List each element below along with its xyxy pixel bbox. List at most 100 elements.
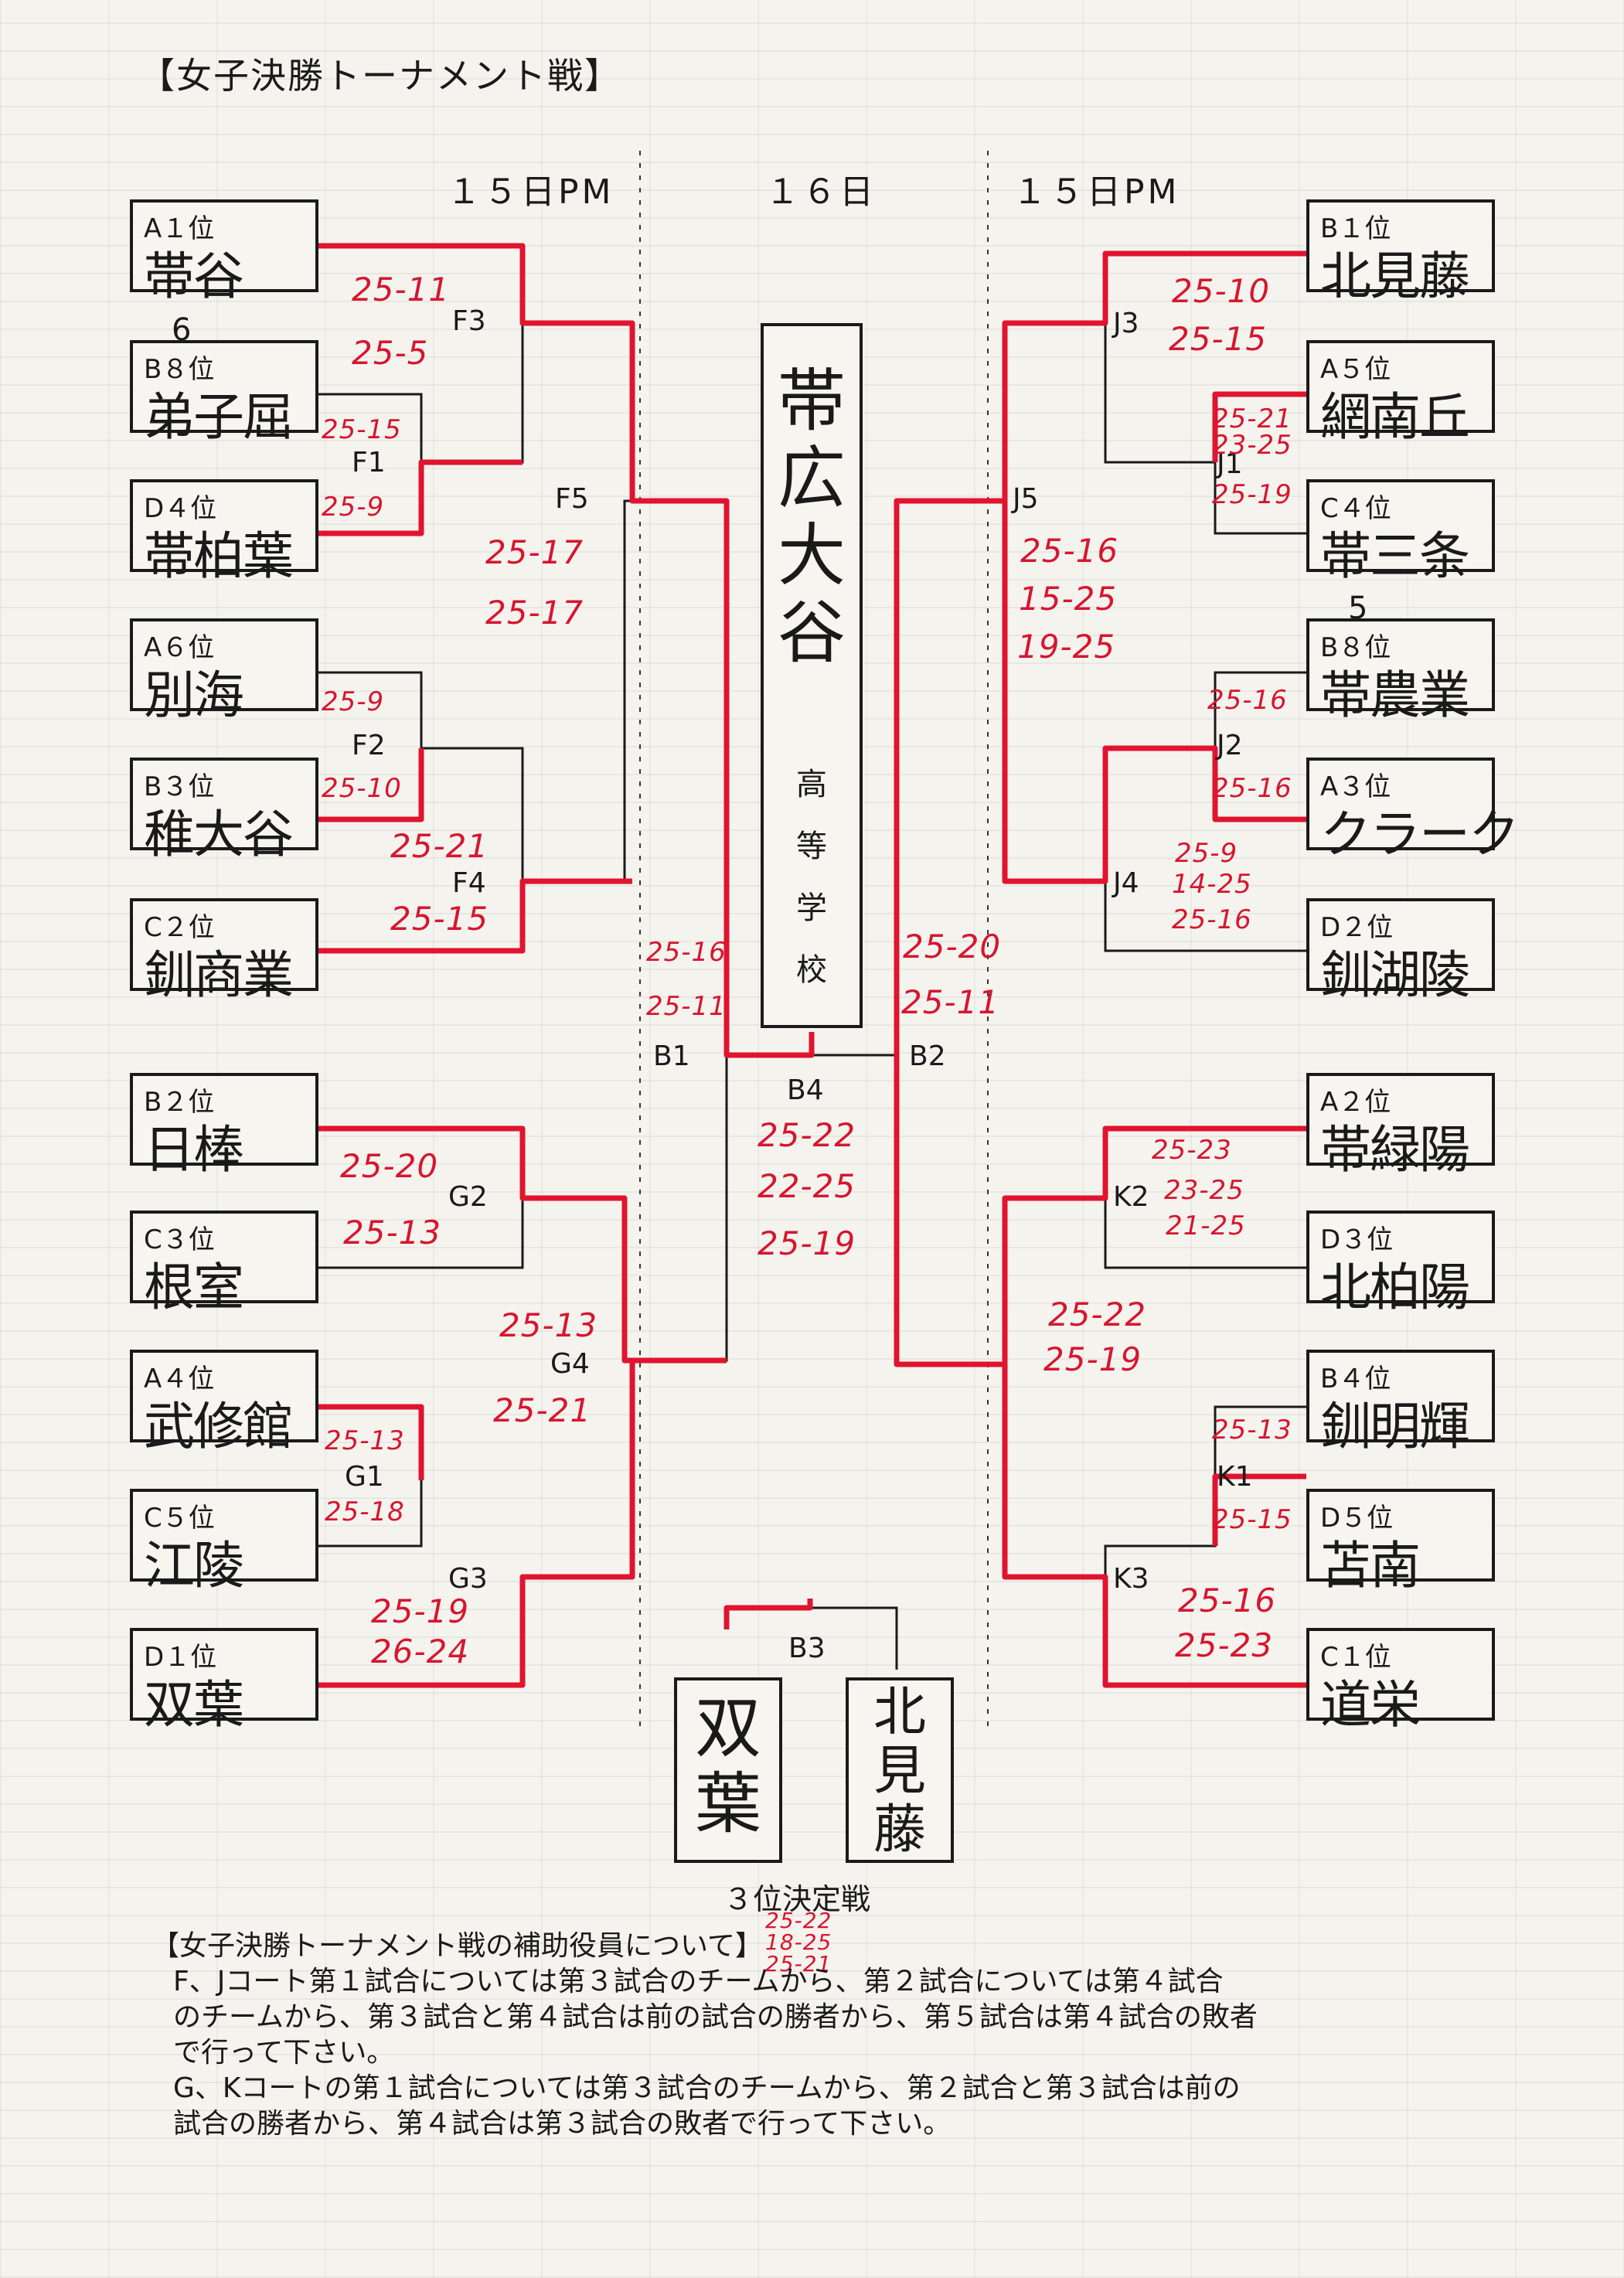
team-name: 根室 bbox=[144, 1258, 244, 1317]
match-label-k2: K2 bbox=[1113, 1181, 1149, 1213]
score-k1-1: 25-13 bbox=[1212, 1415, 1292, 1445]
score-f4-1: 25-21 bbox=[390, 827, 489, 865]
match-label-f5: F5 bbox=[555, 483, 589, 515]
team-name: 網南丘 bbox=[1320, 387, 1470, 447]
team-right-11: C１位 道栄 bbox=[1306, 1628, 1495, 1735]
team-name: 別海 bbox=[144, 666, 244, 725]
team-left-2: B８位 6 弟子屈 bbox=[130, 312, 318, 447]
team-right-9: B４位 釧明輝 bbox=[1306, 1350, 1495, 1456]
team-seed: C４位 bbox=[1320, 493, 1391, 524]
score-f5-1: 25-17 bbox=[485, 533, 584, 571]
score-g3-2: 26-24 bbox=[371, 1633, 470, 1670]
champion-char: 広 bbox=[777, 438, 846, 518]
third-place-char: 葉 bbox=[695, 1766, 761, 1843]
team-left-9: A４位 武修館 bbox=[130, 1350, 318, 1456]
match-label-k3: K3 bbox=[1113, 1563, 1149, 1595]
score-j3-2: 25-15 bbox=[1169, 320, 1268, 358]
score-j1-3: 25-19 bbox=[1212, 479, 1292, 510]
team-right-7: A２位 帯緑陽 bbox=[1306, 1073, 1495, 1180]
score-g3-1: 25-19 bbox=[371, 1592, 470, 1630]
team-left-10: C５位 江陵 bbox=[130, 1489, 318, 1595]
team-name: 双葉 bbox=[144, 1675, 244, 1735]
score-b2-2: 25-11 bbox=[901, 983, 1000, 1021]
score-k2-2: 23-25 bbox=[1164, 1175, 1244, 1206]
team-seed: D３位 bbox=[1320, 1224, 1394, 1255]
team-name: 日棒 bbox=[144, 1120, 244, 1180]
team-name: 帯谷 bbox=[144, 247, 244, 306]
team-right-5: A３位 クラーク bbox=[1306, 758, 1520, 864]
score-g2-1: 25-20 bbox=[340, 1147, 439, 1185]
score-j5-2: 15-25 bbox=[1019, 580, 1118, 618]
match-label-b2: B2 bbox=[909, 1040, 946, 1072]
champion-box: 帯 広 大 谷 高 等 学 校 bbox=[761, 323, 863, 1028]
champion-suffix-char: 校 bbox=[796, 952, 827, 988]
third-place-char: 藤 bbox=[873, 1800, 926, 1861]
score-g4-2: 25-21 bbox=[493, 1391, 592, 1429]
score-k1-2: 25-15 bbox=[1212, 1504, 1292, 1535]
team-right-6: D２位 釧湖陵 bbox=[1306, 898, 1495, 1005]
notes-heading: 【女子決勝トーナメント戦の補助役員について】 bbox=[152, 1930, 763, 1962]
team-name: 江陵 bbox=[144, 1536, 244, 1595]
team-name: 釧商業 bbox=[144, 945, 294, 1005]
score-k3-1: 25-16 bbox=[1178, 1582, 1277, 1619]
team-name: 北見藤 bbox=[1320, 247, 1470, 306]
score-j2-1: 25-16 bbox=[1207, 685, 1288, 716]
score-b4-2: 22-25 bbox=[758, 1167, 856, 1205]
team-left-4: A６位 別海 bbox=[130, 618, 318, 725]
score-j2-2: 25-16 bbox=[1212, 773, 1292, 804]
score-g1-2: 25-18 bbox=[325, 1497, 405, 1527]
seed-correction: 6 bbox=[172, 312, 192, 348]
team-seed: A２位 bbox=[1320, 1087, 1391, 1118]
third-place-char: 見 bbox=[873, 1741, 926, 1802]
team-seed: A５位 bbox=[1320, 354, 1391, 385]
team-name: 帯農業 bbox=[1320, 666, 1470, 725]
team-seed: C３位 bbox=[144, 1224, 215, 1255]
team-right-2: A５位 網南丘 bbox=[1306, 340, 1495, 447]
third-place-char: 双 bbox=[695, 1690, 761, 1767]
match-label-g1: G1 bbox=[345, 1461, 384, 1493]
team-seed: C５位 bbox=[144, 1503, 215, 1534]
score-b1-2: 25-11 bbox=[646, 991, 727, 1022]
match-label-f2: F2 bbox=[352, 730, 386, 761]
team-right-4: B８位 5 帯農業 bbox=[1306, 591, 1495, 725]
team-name: 帯三条 bbox=[1320, 526, 1470, 586]
team-name: 弟子屈 bbox=[144, 387, 294, 447]
team-name: 北柏陽 bbox=[1320, 1258, 1470, 1317]
team-seed: B８位 bbox=[144, 354, 215, 385]
day-label-center: １６日 bbox=[765, 172, 877, 212]
page-title: 【女子決勝トーナメント戦】 bbox=[139, 55, 621, 97]
score-f1-1: 25-15 bbox=[322, 414, 402, 445]
match-label-g3: G3 bbox=[448, 1563, 488, 1595]
team-right-8: D３位 北柏陽 bbox=[1306, 1211, 1495, 1317]
match-label-f1: F1 bbox=[352, 447, 386, 478]
seed-correction: 5 bbox=[1348, 591, 1368, 626]
score-j1-1: 25-21 bbox=[1212, 404, 1292, 434]
score-f1-2: 25-9 bbox=[322, 492, 385, 523]
notes-line: のチームから、第３試合と第４試合は前の試合の勝者から、第５試合は第４試合の敗者 bbox=[173, 2001, 1258, 2033]
score-f3-2: 25-5 bbox=[352, 334, 429, 372]
team-seed: A４位 bbox=[144, 1364, 215, 1394]
match-label-j4: J4 bbox=[1113, 867, 1139, 899]
team-seed: A６位 bbox=[144, 632, 215, 663]
score-f4-2: 25-15 bbox=[390, 900, 489, 938]
team-name: 釧明輝 bbox=[1320, 1397, 1470, 1456]
team-name: 苫南 bbox=[1320, 1536, 1421, 1595]
score-j1-2: 23-25 bbox=[1212, 430, 1292, 461]
champion-suffix-char: 高 bbox=[796, 767, 827, 802]
notes-line: で行って下さい。 bbox=[173, 2037, 395, 2069]
team-seed: D２位 bbox=[1320, 912, 1394, 943]
team-left-7: B２位 日棒 bbox=[130, 1073, 318, 1180]
champion-suffix-char: 学 bbox=[796, 890, 827, 926]
match-label-b1: B1 bbox=[653, 1040, 690, 1072]
match-label-j2: J2 bbox=[1217, 730, 1243, 761]
score-f2-1: 25-9 bbox=[322, 686, 385, 717]
score-b4-1: 25-22 bbox=[758, 1116, 856, 1154]
match-label-g4: G4 bbox=[550, 1348, 590, 1380]
match-label-j1: J1 bbox=[1217, 448, 1243, 480]
score-j3-1: 25-10 bbox=[1172, 272, 1271, 310]
team-seed: D５位 bbox=[1320, 1503, 1394, 1534]
day-label-left: １５日PM bbox=[447, 172, 615, 212]
team-seed: A１位 bbox=[144, 213, 215, 244]
day-label-right: １５日PM bbox=[1013, 172, 1180, 212]
team-seed: A３位 bbox=[1320, 771, 1391, 802]
